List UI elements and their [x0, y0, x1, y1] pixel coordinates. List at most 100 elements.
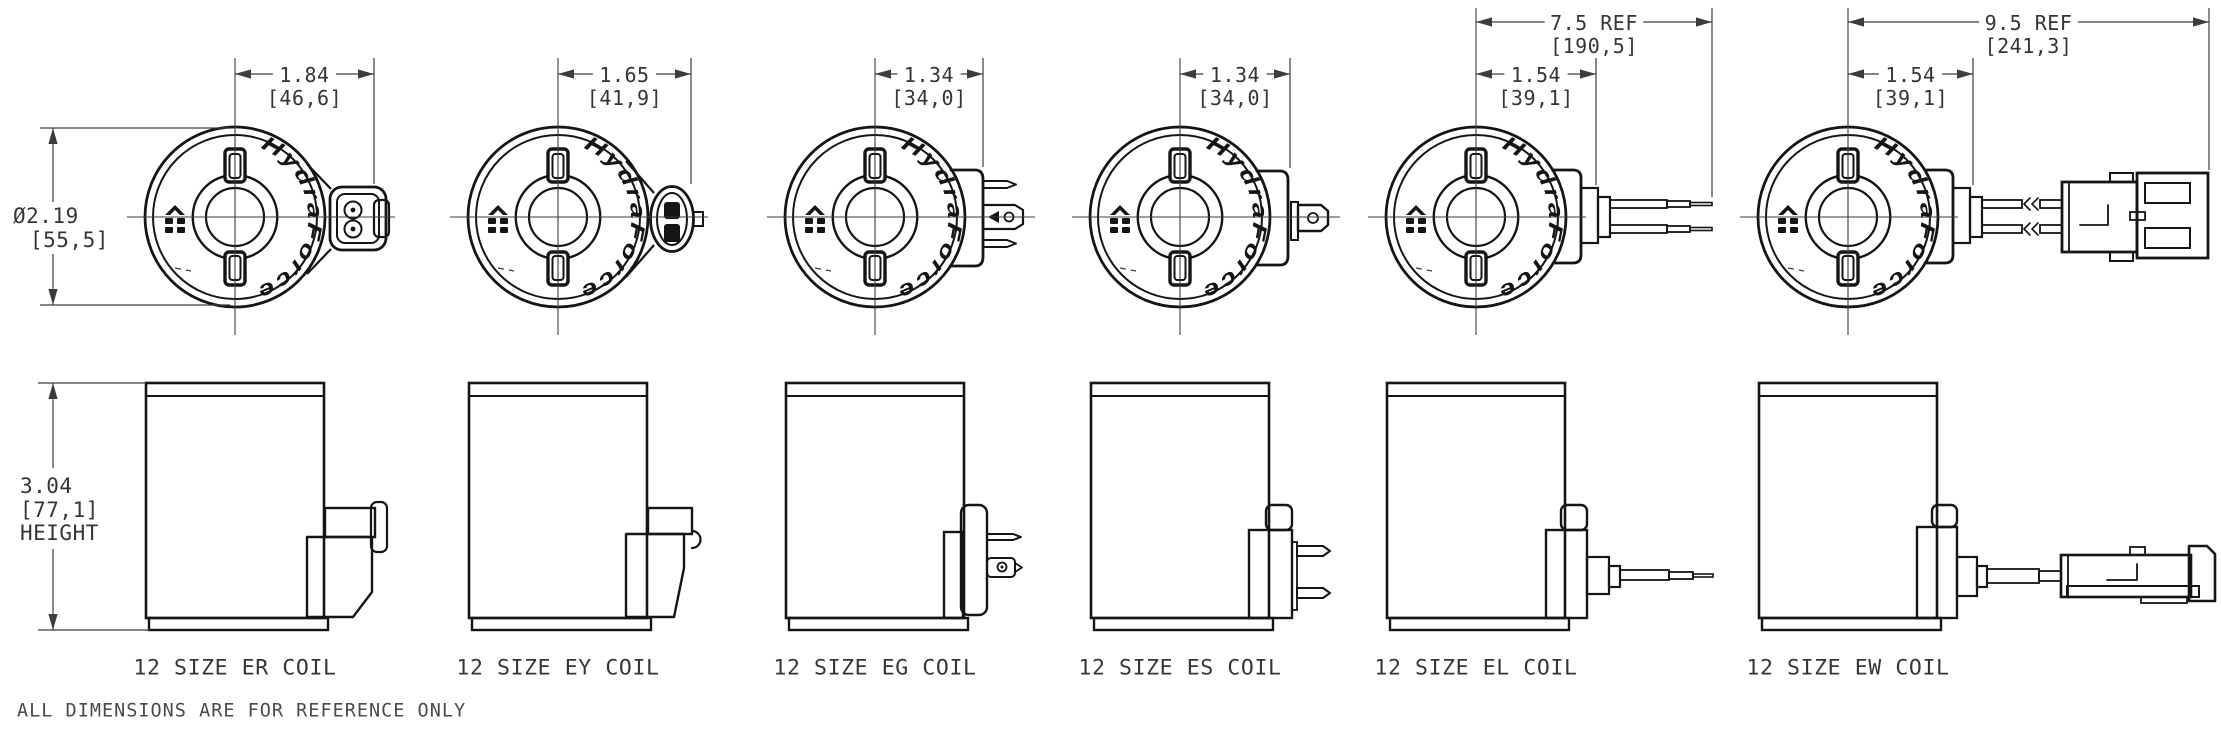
diameter-dimension: Ø2.19[55,5]	[13, 127, 230, 306]
logo-block	[165, 227, 173, 233]
width-dim-eg-value-inches: 1.34	[904, 63, 954, 87]
width-dim-es-value-metric: [34,0]	[1197, 86, 1272, 110]
diameter-value-metric: [55,5]	[30, 228, 109, 252]
width-dim-ey-arrow-right	[675, 69, 691, 79]
connector-nub	[692, 211, 704, 227]
pin-socket	[343, 219, 363, 239]
height-dimension: 3.04[77,1]HEIGHT	[20, 382, 150, 631]
dimensions-eg: 1.34[34,0]	[875, 58, 984, 167]
hydraforce-logo-mark-icon	[1778, 205, 1798, 233]
spade-terminal-top	[982, 180, 1017, 189]
logo-chevron	[805, 205, 825, 215]
width-dim-eg-arrow-right	[967, 69, 983, 79]
plug-top-tab-side	[2129, 546, 2146, 556]
bottom-flange	[1760, 616, 1943, 632]
dimensions-ew: 1.54[39,1]9.5 REF[241,3]	[1848, 8, 2210, 185]
coil-label-el: 12 SIZE EL COIL	[1374, 656, 1577, 681]
logo-block	[1778, 218, 1786, 224]
pin-wedge	[664, 224, 680, 242]
coil-label-er: 12 SIZE ER COIL	[133, 656, 336, 681]
width-dim-es-arrow-right	[1274, 69, 1290, 79]
plug-latch-line	[2079, 204, 2109, 226]
centermark-dash	[497, 267, 515, 272]
plug-foot	[2140, 596, 2188, 604]
deutsch-shell-inner	[656, 192, 688, 246]
terminal-hole	[996, 561, 1008, 573]
side-view-es: 12 SIZE ES COIL	[1078, 381, 1331, 681]
logo-block	[1778, 227, 1786, 233]
logo-chevron	[1110, 205, 1130, 215]
hydraforce-logo-mark-icon	[488, 205, 508, 233]
side-view-el: 12 SIZE EL COIL	[1374, 381, 1714, 681]
lead-wire	[1981, 224, 2023, 234]
height-arrow-bottom	[48, 614, 58, 630]
centermark-dash	[174, 267, 192, 272]
width-dim-es-value-inches: 1.34	[1210, 63, 1260, 87]
wire-break-mark	[2031, 197, 2039, 211]
width-dim-er-arrow-left	[235, 69, 251, 79]
connector-lower-block	[305, 535, 374, 619]
width-dim-ew-arrow-left	[1848, 69, 1864, 79]
pin-socket	[343, 200, 363, 220]
connector-lower-block	[624, 532, 686, 619]
diameter-arrow-top	[48, 128, 58, 144]
logo-block	[1110, 227, 1118, 233]
logo-block	[1790, 227, 1798, 233]
wire-pin-side	[1692, 573, 1714, 578]
hydraforce-logo-mark-icon	[1110, 205, 1130, 233]
logo-block	[500, 218, 508, 224]
ref-dim-ew-arrow-left	[1848, 17, 1864, 27]
coil-label-eg: 12 SIZE EG COIL	[773, 656, 976, 681]
bottom-flange	[147, 616, 330, 632]
logo-block	[1406, 218, 1414, 224]
height-value-inches: 3.04	[20, 474, 73, 498]
bottom-flange	[1092, 616, 1275, 632]
coil-label-ey: 12 SIZE EY COIL	[456, 656, 659, 681]
terminal-base-plate-side	[1291, 541, 1298, 611]
logo-block	[805, 227, 813, 233]
terminal-tip	[1014, 562, 1023, 573]
side-view-ey: 12 SIZE EY COIL	[456, 381, 702, 681]
reference-note: ALL DIMENSIONS ARE FOR REFERENCE ONLY	[17, 701, 466, 722]
logo-block	[1406, 227, 1414, 233]
spade-terminal-side	[1296, 587, 1331, 599]
ref-dim-ew-arrow-right	[2193, 17, 2209, 27]
width-dim-ew-value-metric: [39,1]	[1873, 86, 1948, 110]
width-dim-ew-arrow-right	[1957, 69, 1973, 79]
plug-bottom-tab	[2109, 251, 2134, 262]
spade-terminal-bottom	[982, 239, 1017, 248]
centermark-dash	[814, 267, 832, 272]
dimensions-el: 1.54[39,1]7.5 REF[190,5]	[1476, 8, 1713, 197]
plug-top-tab	[2109, 172, 2134, 183]
plug-center-notch	[2129, 211, 2146, 221]
centermark-dash	[1415, 267, 1433, 272]
ref-dim-el-value-metric: [190,5]	[1550, 34, 1638, 58]
width-dim-el-arrow-left	[1476, 69, 1492, 79]
wire-break-mark	[2031, 222, 2039, 236]
height-value-suffix: HEIGHT	[20, 521, 99, 545]
bottom-flange	[787, 616, 970, 632]
logo-chevron	[1778, 205, 1798, 215]
terminal-hole	[1307, 212, 1319, 224]
wire-pin	[1689, 201, 1713, 207]
connector-latch-tab-side	[369, 500, 389, 554]
plug-bottom-plate	[2066, 585, 2200, 598]
spade-terminal-side	[986, 533, 1022, 541]
weatherpack-housing-outline	[328, 185, 388, 252]
hydraforce-logo-mark-icon	[1406, 205, 1426, 233]
wire-break-mark	[2023, 222, 2031, 236]
logo-chevron	[1406, 205, 1426, 215]
logo-block	[1418, 227, 1426, 233]
logo-chevron	[488, 205, 508, 215]
housing-nub	[1596, 195, 1612, 239]
logo-block	[488, 218, 496, 224]
width-dim-ew-value-inches: 1.54	[1885, 63, 1935, 87]
bottom-flange	[470, 616, 653, 632]
spade-housing-outline	[1255, 169, 1290, 267]
hydraforce-logo-mark-icon	[805, 205, 825, 233]
logo-block	[1122, 227, 1130, 233]
plug-latch-line	[2106, 563, 2138, 581]
height-value-metric: [77,1]	[20, 498, 99, 522]
dimensions-er: 1.84[46,6]	[235, 58, 375, 184]
